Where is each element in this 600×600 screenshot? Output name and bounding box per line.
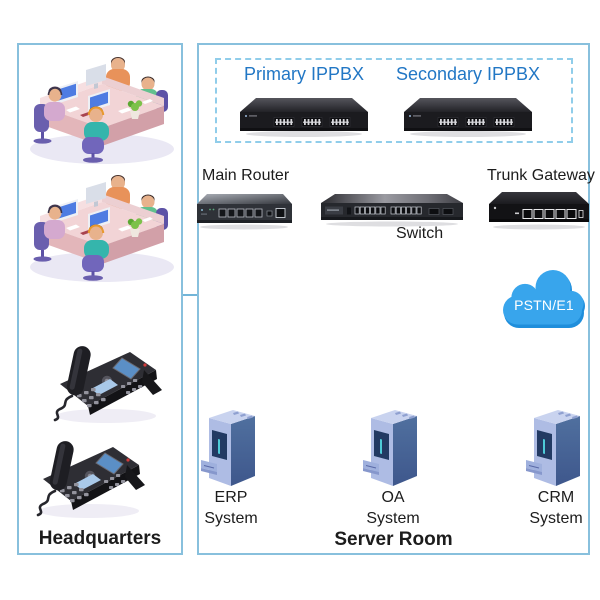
server-room-title: Server Room [334, 529, 453, 550]
trunk-gateway-device-icon [489, 192, 589, 230]
server-name: ERP [214, 489, 248, 506]
server-tower-icon [201, 410, 255, 486]
server-type: System [204, 510, 258, 528]
primary-ippbx-label: Primary IPPBX [243, 64, 365, 84]
server-tower-icon [526, 410, 580, 486]
server-name: OA [381, 489, 405, 506]
connector-hq-to-serverroom [183, 294, 197, 296]
pbx-cluster-box [215, 58, 573, 143]
trunk-gateway-label: Trunk Gateway [487, 167, 595, 184]
ip-phone-icon [36, 441, 145, 518]
main-router-label: Main Router [202, 167, 290, 184]
headquarters-title: Headquarters [38, 528, 162, 549]
oa-system-label: OA System [347, 487, 439, 529]
secondary-ippbx-group: Secondary IPPBX [396, 64, 540, 138]
primary-ippbx-group: Primary IPPBX [240, 64, 368, 138]
ip-phone-icon [53, 346, 162, 423]
server-type: System [529, 510, 583, 528]
secondary-ippbx-label: Secondary IPPBX [395, 64, 541, 84]
pstn-cloud-label: PSTN/E1 [514, 297, 574, 313]
office-team-icon [30, 57, 174, 164]
switch-device-icon [321, 194, 463, 227]
switch-label: Switch [396, 225, 444, 242]
erp-system-label: ERP System [185, 487, 277, 529]
ippbx-device-icon [240, 98, 368, 137]
server-name: CRM [537, 489, 575, 506]
office-team-icon [30, 175, 174, 282]
server-tower-icon [363, 410, 417, 486]
router-device-icon [197, 194, 292, 230]
pstn-cloud-icon [503, 270, 585, 328]
server-type: System [366, 510, 420, 528]
ippbx-device-icon [404, 98, 532, 137]
crm-system-label: CRM System [510, 487, 600, 529]
